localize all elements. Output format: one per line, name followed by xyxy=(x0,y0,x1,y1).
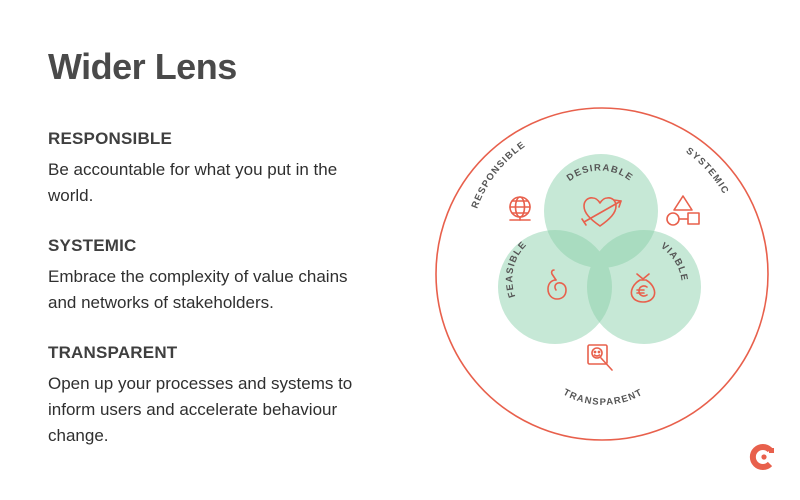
globe-icon xyxy=(509,196,531,221)
ring-label-responsible: RESPONSIBLE xyxy=(470,139,528,210)
overlap-desirable-feasible xyxy=(544,230,612,268)
magnifier-icon xyxy=(587,344,613,371)
section-text-line: Be accountable for what you put in the xyxy=(48,160,338,179)
outer-ring xyxy=(435,107,769,441)
section-text-line: and networks of stakeholders. xyxy=(48,293,274,312)
ring-label-text: SYSTEMIC xyxy=(684,146,730,197)
section-heading: RESPONSIBLE xyxy=(48,129,173,148)
section-text: Be accountable for what you put in the w… xyxy=(48,157,418,209)
section-text-line: world. xyxy=(48,186,94,205)
overlap-desirable-viable xyxy=(587,230,658,268)
section-text-line: inform users and accelerate behaviour xyxy=(48,400,338,419)
euro-bag-icon xyxy=(630,273,656,303)
shapes-icon xyxy=(666,195,700,226)
page-title: Wider Lens xyxy=(48,46,237,87)
brand-logo-icon xyxy=(749,444,774,470)
ring-label-text: TRANSPARENT xyxy=(561,387,643,408)
section-text-line: change. xyxy=(48,426,109,445)
section-responsible: RESPONSIBLE Be accountable for what you … xyxy=(48,129,418,209)
ring-label-transparent: TRANSPARENT xyxy=(561,387,645,408)
section-text-line: Embrace the complexity of value chains xyxy=(48,267,348,286)
section-heading: SYSTEMIC xyxy=(48,236,137,255)
ring-label-systemic: SYSTEMIC xyxy=(684,146,731,197)
section-text-line: Open up your processes and systems to xyxy=(48,374,353,393)
ring-label-text: RESPONSIBLE xyxy=(470,139,527,210)
section-systemic: SYSTEMIC Embrace the complexity of value… xyxy=(48,236,418,316)
section-text: Open up your processes and systems to in… xyxy=(48,371,418,449)
brand-logo xyxy=(749,442,779,472)
section-heading: TRANSPARENT xyxy=(48,343,178,362)
section-text: Embrace the complexity of value chains a… xyxy=(48,264,418,316)
section-transparent: TRANSPARENT Open up your processes and s… xyxy=(48,343,418,449)
heart-arrow-icon xyxy=(581,197,622,227)
hand-icon xyxy=(547,269,567,300)
